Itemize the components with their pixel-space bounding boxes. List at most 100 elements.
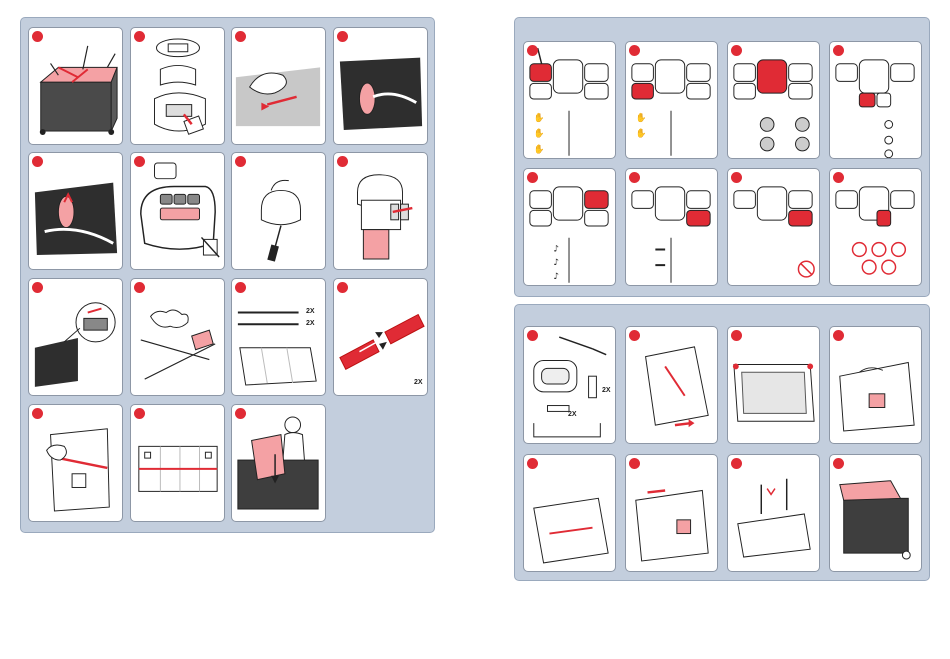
step-card-L1 (28, 27, 123, 145)
step-card-C7 (727, 168, 820, 286)
strap-through-icon (29, 405, 122, 521)
hand-attach-strap-icon (232, 28, 325, 144)
quantity-label: 2X (602, 387, 611, 394)
vibration-button-icon (728, 169, 819, 285)
rods-and-mat-icon (232, 279, 325, 395)
step-marker (731, 172, 742, 183)
screwdriver-icon (232, 153, 325, 269)
step-marker (629, 172, 640, 183)
light-button-icon (728, 42, 819, 158)
step-marker (134, 156, 145, 167)
svg-text:✋: ✋ (636, 128, 647, 139)
step-card-A5 (523, 454, 616, 572)
step-marker (629, 458, 640, 469)
step-card-A3 (727, 326, 820, 444)
step-marker (32, 282, 43, 293)
off-button-icon (830, 169, 921, 285)
volume-down-button-icon: ✋ ✋ (626, 42, 717, 158)
mattress-board-icon (131, 405, 224, 521)
lock-rail-icon (626, 455, 717, 571)
step-marker (527, 458, 538, 469)
buckle-icon (29, 279, 122, 395)
step-marker (527, 330, 538, 341)
step-marker (833, 330, 844, 341)
svg-text:♪: ♪ (553, 258, 559, 268)
volume-button-icon: ✋ ✋ ✋ (524, 42, 615, 158)
assembly-panel: 2X 2X (514, 304, 930, 581)
battery-insert-icon (334, 153, 427, 269)
step-card-L2 (130, 27, 225, 145)
step-card-A6 (625, 454, 718, 572)
step-marker (337, 31, 348, 42)
step-card-L12: 2X (333, 278, 428, 396)
parts-overview-icon (524, 327, 615, 443)
step-marker (235, 31, 246, 42)
step-card-L15 (231, 404, 326, 522)
left-instructions-panel: 2X 2X 2X (20, 17, 435, 533)
step-card-C6 (625, 168, 718, 286)
step-marker (833, 45, 844, 56)
step-card-L14 (130, 404, 225, 522)
step-marker (32, 31, 43, 42)
step-marker (337, 156, 348, 167)
step-card-A7 (727, 454, 820, 572)
svg-text:✋: ✋ (636, 113, 647, 124)
step-marker (629, 45, 640, 56)
step-card-L3 (231, 27, 326, 145)
step-card-L4 (333, 27, 428, 145)
step-marker (235, 408, 246, 419)
step-marker (731, 45, 742, 56)
step-marker (833, 172, 844, 183)
step-card-C2: ✋ ✋ (625, 41, 718, 159)
step-marker (527, 172, 538, 183)
step-marker (731, 458, 742, 469)
music-button-icon: ♪ ♪ ♪ (524, 169, 615, 285)
step-marker (134, 31, 145, 42)
quantity-label: 2X (306, 308, 315, 315)
svg-text:♪: ♪ (553, 272, 559, 282)
quantity-label: 2X (414, 379, 423, 386)
step-card-C4 (829, 41, 922, 159)
step-card-L5 (28, 152, 123, 270)
step-card-L8 (333, 152, 428, 270)
step-card-C5: ♪ ♪ ♪ (523, 168, 616, 286)
nature-sounds-button-icon (626, 169, 717, 285)
step-card-A8 (829, 454, 922, 572)
step-marker (32, 408, 43, 419)
step-card-C3 (727, 41, 820, 159)
step-marker (337, 282, 348, 293)
step-marker (731, 330, 742, 341)
step-marker (32, 156, 43, 167)
attach-corner-icon (830, 327, 921, 443)
control-unit-icon (131, 153, 224, 269)
step-card-L7 (231, 152, 326, 270)
playard-canopy-icon (29, 28, 122, 144)
quantity-label: 2X (306, 320, 315, 327)
step-card-C8 (829, 168, 922, 286)
place-mattress-icon (232, 405, 325, 521)
svg-text:✋: ✋ (534, 113, 545, 124)
step-marker (527, 45, 538, 56)
click-attach-icon (131, 279, 224, 395)
quantity-label: 2X (568, 411, 577, 418)
step-marker (629, 330, 640, 341)
step-marker (235, 156, 246, 167)
step-card-A1: 2X 2X (523, 326, 616, 444)
step-card-L9 (28, 278, 123, 396)
legs-icon (728, 455, 819, 571)
fabric-clip-icon (334, 28, 427, 144)
step-card-A2 (625, 326, 718, 444)
attach-side-icon (524, 455, 615, 571)
unfold-icon (626, 327, 717, 443)
battery-compartment-icon (131, 28, 224, 144)
step-marker (235, 282, 246, 293)
svg-text:✋: ✋ (534, 144, 545, 155)
step-card-L11: 2X 2X (231, 278, 326, 396)
control-functions-panel: ✋ ✋ ✋ ✋ ✋ (514, 17, 930, 297)
timer-button-icon (830, 42, 921, 158)
step-card-L6 (130, 152, 225, 270)
step-card-L13 (28, 404, 123, 522)
step-marker (134, 408, 145, 419)
fabric-clip-icon (29, 153, 122, 269)
step-card-A4 (829, 326, 922, 444)
